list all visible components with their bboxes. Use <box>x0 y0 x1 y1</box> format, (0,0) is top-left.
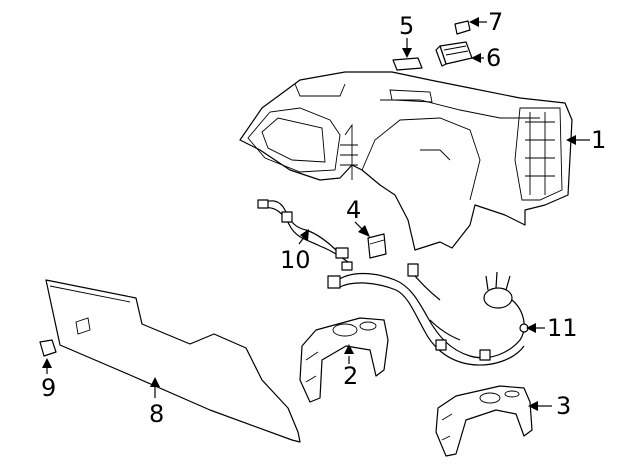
callout-3: 3 <box>556 392 571 420</box>
part-9-clip <box>39 339 57 357</box>
callout-10: 10 <box>280 246 311 274</box>
part-6-switch <box>435 41 473 67</box>
callout-7: 7 <box>488 8 503 36</box>
callout-4: 4 <box>346 196 361 224</box>
callout-6: 6 <box>486 44 501 72</box>
callout-9: 9 <box>41 374 56 402</box>
part-1-console-body <box>239 71 573 251</box>
part-5-pad <box>392 57 423 71</box>
part-8-side-panel <box>45 279 301 443</box>
callout-11: 11 <box>547 314 578 342</box>
part-4-bracket <box>367 233 387 259</box>
callout-8: 8 <box>149 400 164 428</box>
part-3-bracket <box>435 385 533 457</box>
part-11-harness <box>327 263 529 366</box>
part-2-bracket <box>299 317 389 403</box>
callout-2: 2 <box>343 362 358 390</box>
part-7-clip <box>454 20 471 35</box>
leader-lines <box>42 17 590 411</box>
part-10-harness <box>257 199 353 271</box>
callout-1: 1 <box>591 126 606 154</box>
callout-5: 5 <box>399 12 414 40</box>
callout-labels: 1 2 3 4 5 6 7 8 9 10 11 <box>41 8 606 428</box>
